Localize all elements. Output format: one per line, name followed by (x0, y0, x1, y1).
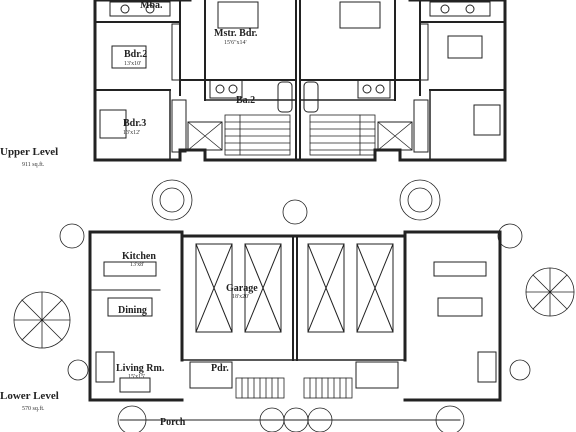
room-dims-kitchen: 13'x8' (130, 262, 145, 268)
room-label-porch: Porch (160, 417, 186, 428)
room-label-dining: Dining (118, 305, 147, 316)
upper-level-area: 911 sq.ft. (22, 162, 45, 168)
room-label-powder-room: Pdr. (211, 363, 229, 374)
room-label-garage: Garage (226, 283, 258, 294)
room-label-mba: Mba. (140, 0, 163, 11)
room-label-master-bedroom: Mstr. Bdr. (214, 28, 258, 39)
lower-level-plan (88, 230, 502, 421)
landscaping (13, 179, 575, 432)
room-dims-bedroom-2: 13'x10' (124, 61, 142, 67)
upper-level-title: Upper Level (0, 146, 59, 158)
room-dims-bedroom-3: 13'x12' (123, 130, 141, 136)
room-label-bath-2: Ba.2 (236, 95, 256, 106)
room-label-kitchen: Kitchen (122, 251, 156, 262)
lower-level-area: 570 sq.ft. (22, 406, 45, 412)
room-dims-master-bedroom: 15'6"x14' (224, 40, 247, 46)
room-label-bedroom-2: Bdr.2 (124, 49, 148, 60)
room-dims-garage: 18'x20' (232, 294, 250, 300)
upper-level-plan (93, 0, 507, 162)
room-label-living-room: Living Rm. (116, 363, 165, 374)
lower-level-title: Lower Level (0, 390, 59, 402)
room-dims-living-room: 15'x15' (128, 374, 146, 380)
room-label-bedroom-3: Bdr.3 (123, 118, 147, 129)
